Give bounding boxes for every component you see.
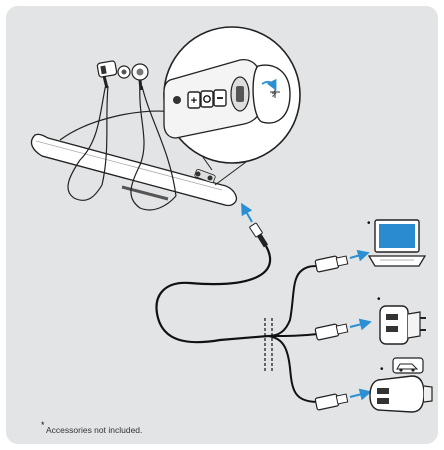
volume-buttons: + xyxy=(188,90,226,108)
right-earbud xyxy=(118,64,148,90)
cable-split-marker xyxy=(265,318,272,372)
earbud-cables xyxy=(68,84,176,210)
laptop-icon: • xyxy=(367,218,425,266)
charging-port-closeup: + ⭍ xyxy=(164,27,300,185)
left-earbud xyxy=(97,61,117,88)
usb-cable xyxy=(157,208,271,342)
usb-symbol-icon: ⭍ xyxy=(271,90,277,98)
svg-text:•: • xyxy=(367,218,371,229)
svg-text:+: + xyxy=(191,95,197,107)
branch-cables xyxy=(268,266,318,402)
instruction-panel: + ⭍ xyxy=(6,6,438,444)
footnote: * Accessories not included. xyxy=(46,425,142,435)
usb-plug-middle xyxy=(315,323,366,340)
usb-plug-top xyxy=(315,254,364,272)
footnote-text: Accessories not included. xyxy=(46,425,142,435)
footnote-marker: * xyxy=(41,420,45,430)
svg-text:•: • xyxy=(380,364,384,375)
wall-charger-icon: • xyxy=(377,294,426,344)
usb-plug-bottom xyxy=(315,393,366,410)
charging-diagram: + ⭍ xyxy=(6,6,438,444)
car-icon xyxy=(393,358,423,373)
car-charger-icon: • xyxy=(370,358,432,412)
insert-arrow-icon xyxy=(244,208,252,222)
svg-text:•: • xyxy=(377,294,381,305)
